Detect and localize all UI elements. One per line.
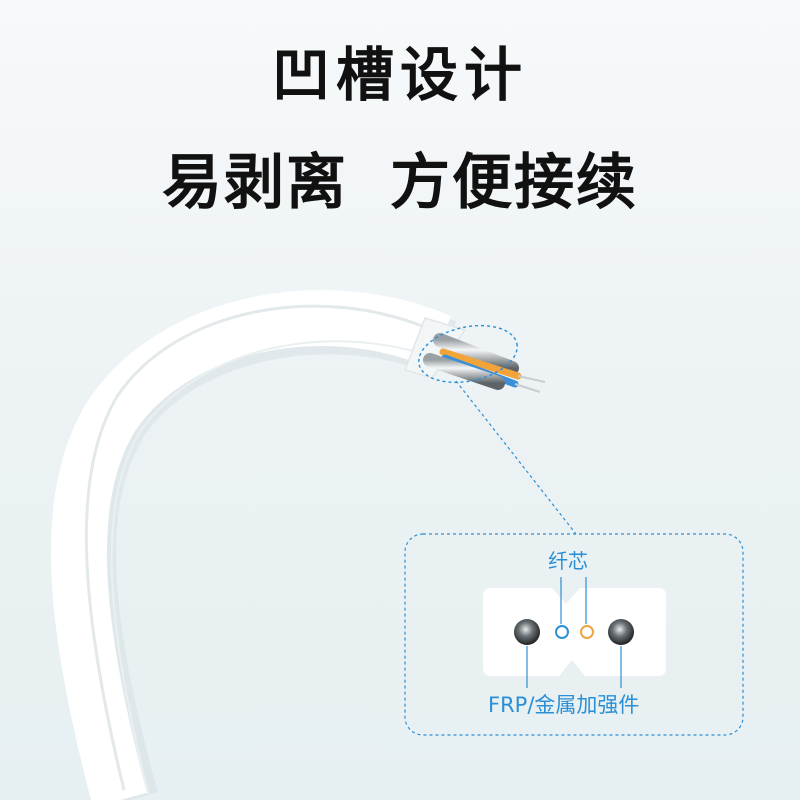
- cable-cross-section: [483, 588, 666, 676]
- fiber-core-orange: [580, 625, 594, 639]
- cable-body: [51, 290, 452, 800]
- cable-edge: [110, 340, 447, 800]
- cable-groove: [84, 304, 433, 791]
- headline-easy-strip: 易剥离: [162, 148, 348, 218]
- highlight-ellipse: [418, 324, 518, 384]
- headline-line-1: 凹槽设计: [271, 41, 528, 109]
- headline-easy-splice: 方便接续: [390, 148, 638, 218]
- headline-line-2: 易剥离方便接续: [0, 134, 800, 221]
- fiber-core-blue: [555, 625, 569, 639]
- strength-member-label: FRP/金属加强件: [488, 693, 640, 717]
- callout-connector: [455, 380, 577, 535]
- strength-member-right: [608, 619, 634, 645]
- callout-box: [404, 533, 744, 736]
- exposed-components: [423, 333, 546, 393]
- strength-member-left: [514, 619, 540, 645]
- fiber-core-label: 纤芯: [548, 549, 588, 573]
